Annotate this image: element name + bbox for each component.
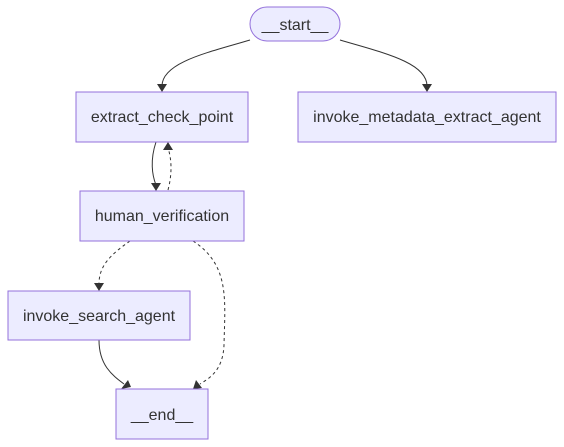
edge-human-verification-to-invoke-search-agent — [98, 240, 131, 285]
arrowhead-extract-check-point — [157, 84, 167, 92]
edge-extract-check-point-to-human-verification — [151, 141, 157, 186]
node-end[interactable]: __end__ — [115, 388, 209, 440]
arrowhead-end-from-human-verification — [193, 380, 202, 389]
edge-start-to-invoke-metadata-extract-agent — [339, 39, 428, 87]
edge-start-to-extract-check-point — [161, 39, 251, 87]
node-invoke-search-agent-label: invoke_search_agent — [23, 308, 176, 325]
node-invoke-search-agent-shape — [7, 290, 191, 341]
edge-layer — [94, 39, 432, 389]
arrowhead-human-verification — [151, 183, 161, 191]
edge-human-verification-to-extract-check-point — [167, 147, 172, 191]
node-end-shape — [115, 388, 209, 440]
edge-human-verification-to-end — [192, 240, 226, 385]
node-human-verification[interactable]: human_verification — [79, 190, 245, 242]
arrowhead-extract-check-point-return — [163, 142, 173, 150]
arrowhead-invoke-search-agent — [94, 283, 104, 291]
node-start-shape — [249, 6, 341, 42]
edge-invoke-search-agent-to-end — [98, 339, 125, 385]
node-invoke-metadata-extract-agent-label: invoke_metadata_extract_agent — [313, 109, 541, 126]
node-human-verification-label: human_verification — [95, 208, 229, 225]
node-invoke-metadata-extract-agent-shape — [297, 91, 557, 143]
node-invoke-metadata-extract-agent[interactable]: invoke_metadata_extract_agent — [297, 91, 557, 143]
arrowhead-end-from-invoke-search-agent — [121, 380, 131, 389]
node-extract-check-point[interactable]: extract_check_point — [75, 91, 249, 143]
node-extract-check-point-shape — [75, 91, 249, 143]
node-extract-check-point-label: extract_check_point — [91, 109, 234, 126]
node-start[interactable]: __start__ — [249, 6, 341, 42]
node-end-label: __end__ — [130, 407, 194, 424]
node-human-verification-shape — [79, 190, 245, 242]
arrowhead-invoke-metadata-extract-agent — [422, 84, 432, 92]
node-start-label: __start__ — [261, 17, 330, 34]
node-invoke-search-agent[interactable]: invoke_search_agent — [7, 290, 191, 341]
